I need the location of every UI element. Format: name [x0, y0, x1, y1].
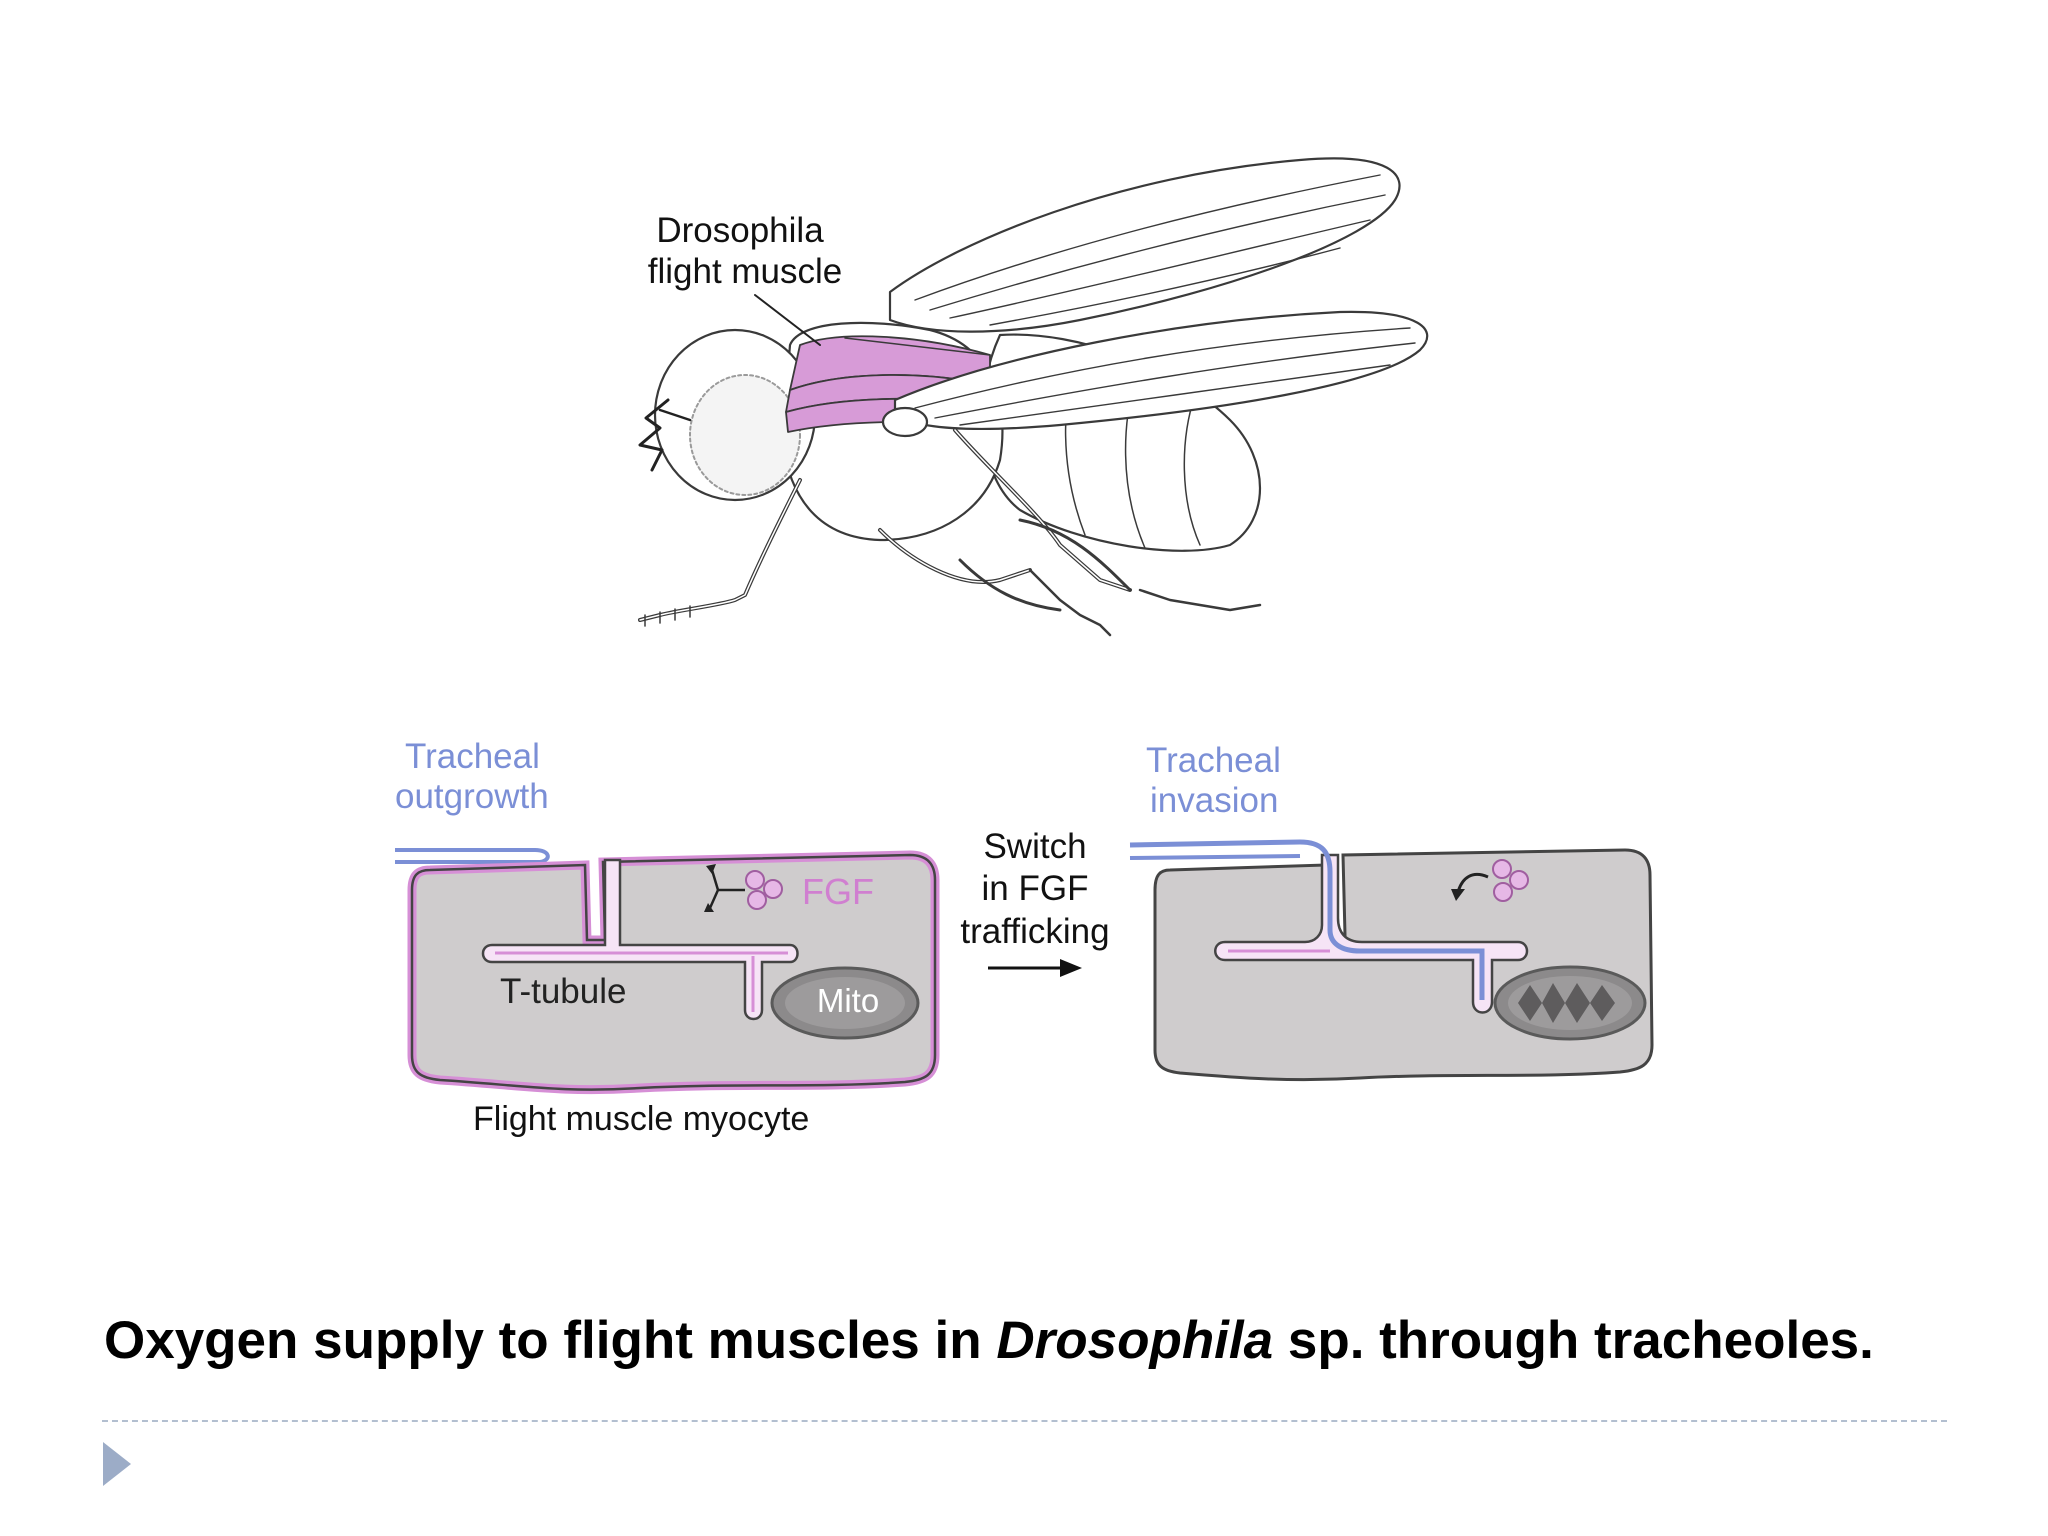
right-myocyte-panel [1129, 839, 1654, 1082]
fly-leg-hind [1018, 518, 1132, 592]
tracheal-invasion-line1: Tracheal [1146, 741, 1281, 780]
fgf-curved-arrow [1456, 872, 1489, 893]
fly-compound-eye [689, 374, 801, 496]
tracheal-outgrowth-line1: Tracheal [405, 737, 540, 776]
fgf-particles-right [1492, 859, 1529, 902]
switch-line2: in FGF [982, 869, 1089, 908]
fgf-particles-left [745, 870, 783, 910]
caption-italic: Drosophila [996, 1311, 1274, 1370]
slide-divider [102, 1420, 1947, 1422]
slide-bullet-icon [103, 1442, 131, 1486]
fly-label-pointer [754, 294, 821, 346]
caption-part2: sp. through tracheoles. [1273, 1311, 1874, 1370]
figure-caption: Oxygen supply to flight muscles in Droso… [104, 1310, 2004, 1371]
fly-antenna [638, 398, 670, 472]
tracheal-outgrowth-line2: outgrowth [395, 777, 549, 816]
right-myocyte-outline [1153, 848, 1654, 1082]
drosophila-fly-illustration [638, 157, 1429, 637]
tracheal-outgrowth-line [395, 848, 550, 864]
fly-leg-front [638, 478, 802, 622]
caption-part1: Oxygen supply to flight muscles in [104, 1311, 997, 1370]
tracheal-invasion-line2: invasion [1150, 781, 1278, 820]
t-tubule-right [1214, 853, 1529, 1014]
fly-label-line2: flight muscle [648, 252, 843, 291]
fly-upper-wing [888, 157, 1401, 333]
myocyte-label: Flight muscle myocyte [473, 1100, 809, 1138]
fly-label-line1: Drosophila [656, 211, 824, 250]
tracheal-invasion-line [1129, 839, 1485, 1000]
switch-arrow [988, 959, 1082, 977]
fgf-label: FGF [802, 871, 874, 912]
t-tubule-left [481, 858, 799, 1021]
mito-label: Mito [817, 982, 879, 1019]
switch-line1: Switch [983, 827, 1086, 866]
fgf-secretion-arrows [708, 869, 745, 909]
switch-line3: trafficking [960, 912, 1109, 951]
left-myocyte-panel: Mito FGF T-tubule [395, 848, 940, 1095]
mitochondrion-right [1493, 965, 1647, 1041]
t-tubule-label: T-tubule [500, 972, 626, 1011]
fly-lower-wing [893, 310, 1429, 430]
mitochondrion-left [770, 966, 920, 1040]
